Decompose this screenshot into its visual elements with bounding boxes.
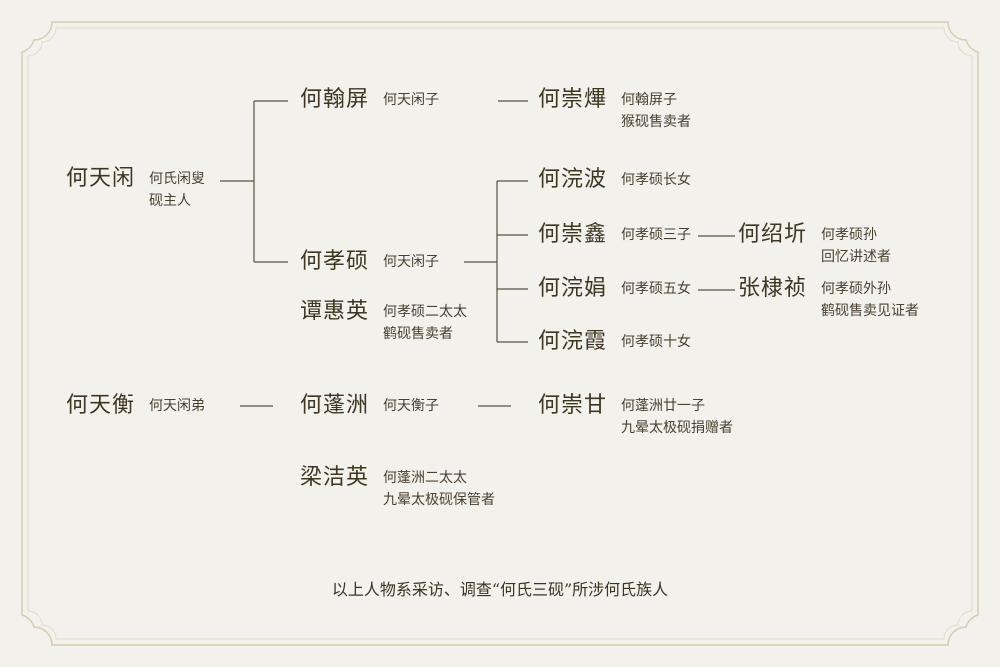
person-name: 何崇甘 — [538, 393, 608, 418]
person-he-wanjuan: 何浣娟 何孝硕五女 — [538, 275, 691, 303]
person-role: 何孝硕十女 — [621, 328, 691, 353]
person-he-xiaoshuo: 何孝硕 何天闲子 — [300, 248, 439, 276]
footer-note: 以上人物系采访、调查“何氏三砚”所涉何氏族人 — [331, 580, 669, 599]
person-zhang-tizhen: 张棣祯 何孝硕外孙 鹤砚售卖见证者 — [738, 275, 919, 322]
role-line: 何天闲子 — [383, 92, 440, 108]
role-line: 何孝硕十女 — [621, 334, 692, 350]
person-role: 何翰屏子 猴砚售卖者 — [621, 86, 691, 133]
role-line: 何翰屏子 — [621, 92, 678, 108]
role-line: 九晕太极砚捐赠者 — [621, 420, 734, 436]
role-line: 何天闲子 — [383, 254, 440, 270]
person-name: 何崇熚 — [538, 87, 608, 112]
role-line: 何孝硕外孙 — [821, 281, 892, 297]
role-line: 何孝硕五女 — [621, 281, 692, 297]
role-line: 何蓬洲廿一子 — [621, 398, 706, 414]
person-name: 何绍圻 — [738, 222, 808, 247]
role-line: 回忆讲述者 — [821, 249, 892, 265]
person-role: 何孝硕孙 回忆讲述者 — [821, 221, 891, 268]
person-name: 何天衡 — [66, 393, 136, 418]
person-role: 何天闲子 — [383, 86, 439, 111]
person-role: 何蓬洲二太太 九晕太极砚保管者 — [383, 464, 495, 511]
role-line: 何天衡子 — [383, 398, 440, 414]
person-role: 何天闲弟 — [149, 392, 205, 417]
person-role: 何氏闲叟 砚主人 — [149, 165, 205, 212]
person-name: 何孝硕 — [300, 249, 370, 274]
person-he-wanbo: 何浣波 何孝硕长女 — [538, 166, 691, 194]
person-name: 谭惠英 — [300, 299, 370, 324]
role-line: 猴砚售卖者 — [621, 114, 692, 130]
person-role: 何孝硕五女 — [621, 275, 691, 300]
person-he-tianheng: 何天衡 何天闲弟 — [66, 392, 205, 420]
person-role: 何孝硕二太太 鹤砚售卖者 — [383, 298, 467, 345]
person-he-pengzhou: 何蓬洲 何天衡子 — [300, 392, 439, 420]
person-role: 何孝硕外孙 鹤砚售卖见证者 — [821, 275, 919, 322]
person-name: 何蓬洲 — [300, 393, 370, 418]
person-name: 何浣霞 — [538, 329, 608, 354]
person-role: 何蓬洲廿一子 九晕太极砚捐赠者 — [621, 392, 733, 439]
role-line: 何孝硕三子 — [621, 227, 692, 243]
person-he-wanxia: 何浣霞 何孝硕十女 — [538, 328, 691, 356]
person-he-tianxian: 何天闲 何氏闲叟 砚主人 — [66, 165, 205, 212]
role-line: 砚主人 — [149, 193, 192, 209]
person-role: 何孝硕三子 — [621, 221, 691, 246]
person-name: 张棣祯 — [738, 276, 808, 301]
role-line: 何氏闲叟 — [149, 171, 206, 187]
role-line: 鹤砚售卖见证者 — [821, 303, 920, 319]
role-line: 鹤砚售卖者 — [383, 326, 454, 342]
person-he-shaoqi: 何绍圻 何孝硕孙 回忆讲述者 — [738, 221, 891, 268]
person-tan-huiying: 谭惠英 何孝硕二太太 鹤砚售卖者 — [300, 298, 467, 345]
role-line: 何蓬洲二太太 — [383, 470, 468, 486]
person-role: 何天衡子 — [383, 392, 439, 417]
role-line: 何孝硕长女 — [621, 172, 692, 188]
person-he-hanping: 何翰屏 何天闲子 — [300, 86, 439, 114]
role-line: 何天闲弟 — [149, 398, 206, 414]
person-role: 何天闲子 — [383, 248, 439, 273]
role-line: 何孝硕孙 — [821, 227, 878, 243]
person-he-chongxin: 何崇鑫 何孝硕三子 — [538, 221, 691, 249]
person-liang-jieying: 梁洁英 何蓬洲二太太 九晕太极砚保管者 — [300, 464, 495, 511]
role-line: 九晕太极砚保管者 — [383, 492, 496, 508]
person-name: 何天闲 — [66, 166, 136, 191]
person-he-chonggan: 何崇甘 何蓬洲廿一子 九晕太极砚捐赠者 — [538, 392, 733, 439]
person-name: 梁洁英 — [300, 465, 370, 490]
person-role: 何孝硕长女 — [621, 166, 691, 191]
person-name: 何浣娟 — [538, 276, 608, 301]
person-name: 何崇鑫 — [538, 222, 608, 247]
role-line: 何孝硕二太太 — [383, 304, 468, 320]
person-name: 何翰屏 — [300, 87, 370, 112]
person-name: 何浣波 — [538, 167, 608, 192]
person-he-chongye: 何崇熚 何翰屏子 猴砚售卖者 — [538, 86, 691, 133]
